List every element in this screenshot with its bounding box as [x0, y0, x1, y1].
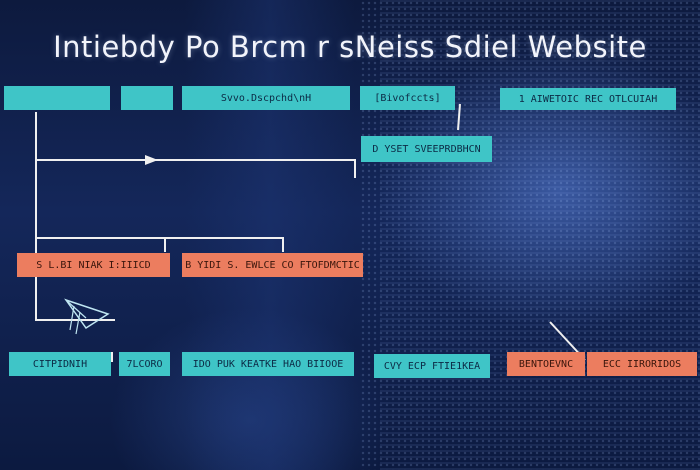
data-stream-texture — [360, 0, 700, 470]
node-row1-4: [Bivofccts] — [360, 86, 455, 110]
node-row1-2 — [121, 86, 173, 110]
node-row4-4b: ECC IIRORIDOS — [587, 352, 697, 376]
arrowhead-1 — [145, 155, 158, 165]
background-band — [185, 0, 355, 470]
scanline-texture — [380, 0, 700, 470]
node-row4-1b: 7LCORO — [119, 352, 170, 376]
node-row4-1: CITPIDNIH — [9, 352, 111, 376]
diagram-title: Intiebdy Po Brcm r sNeiss Sdiel Website — [53, 30, 647, 64]
paper-plane-icon — [64, 298, 110, 335]
node-row3-2: B YIDI S. EWLCE CO FTOFDMCTIC — [182, 253, 363, 277]
node-row1-5: 1 AIWETOIC REC OTLCUIAH — [500, 88, 676, 110]
connector-e — [457, 103, 461, 131]
node-row1-3: Svvo.Dscpchd\nH — [182, 86, 350, 110]
node-row4-4: BENTOEVNC — [507, 352, 585, 376]
node-row3-1: S L.BI NIAK I:IIICD — [17, 253, 170, 277]
connector-b — [35, 160, 284, 252]
node-row1-1 — [4, 86, 110, 110]
node-row4-2: IDO PUK KEATKE HAO BIIOOE — [182, 352, 354, 376]
node-row2-1: D YSET SVEEPRDBHCN — [361, 136, 492, 162]
connector-c — [35, 238, 115, 321]
connector-a — [35, 112, 356, 178]
node-row4-3: CVY ECP FTIE1KEA — [374, 354, 490, 378]
